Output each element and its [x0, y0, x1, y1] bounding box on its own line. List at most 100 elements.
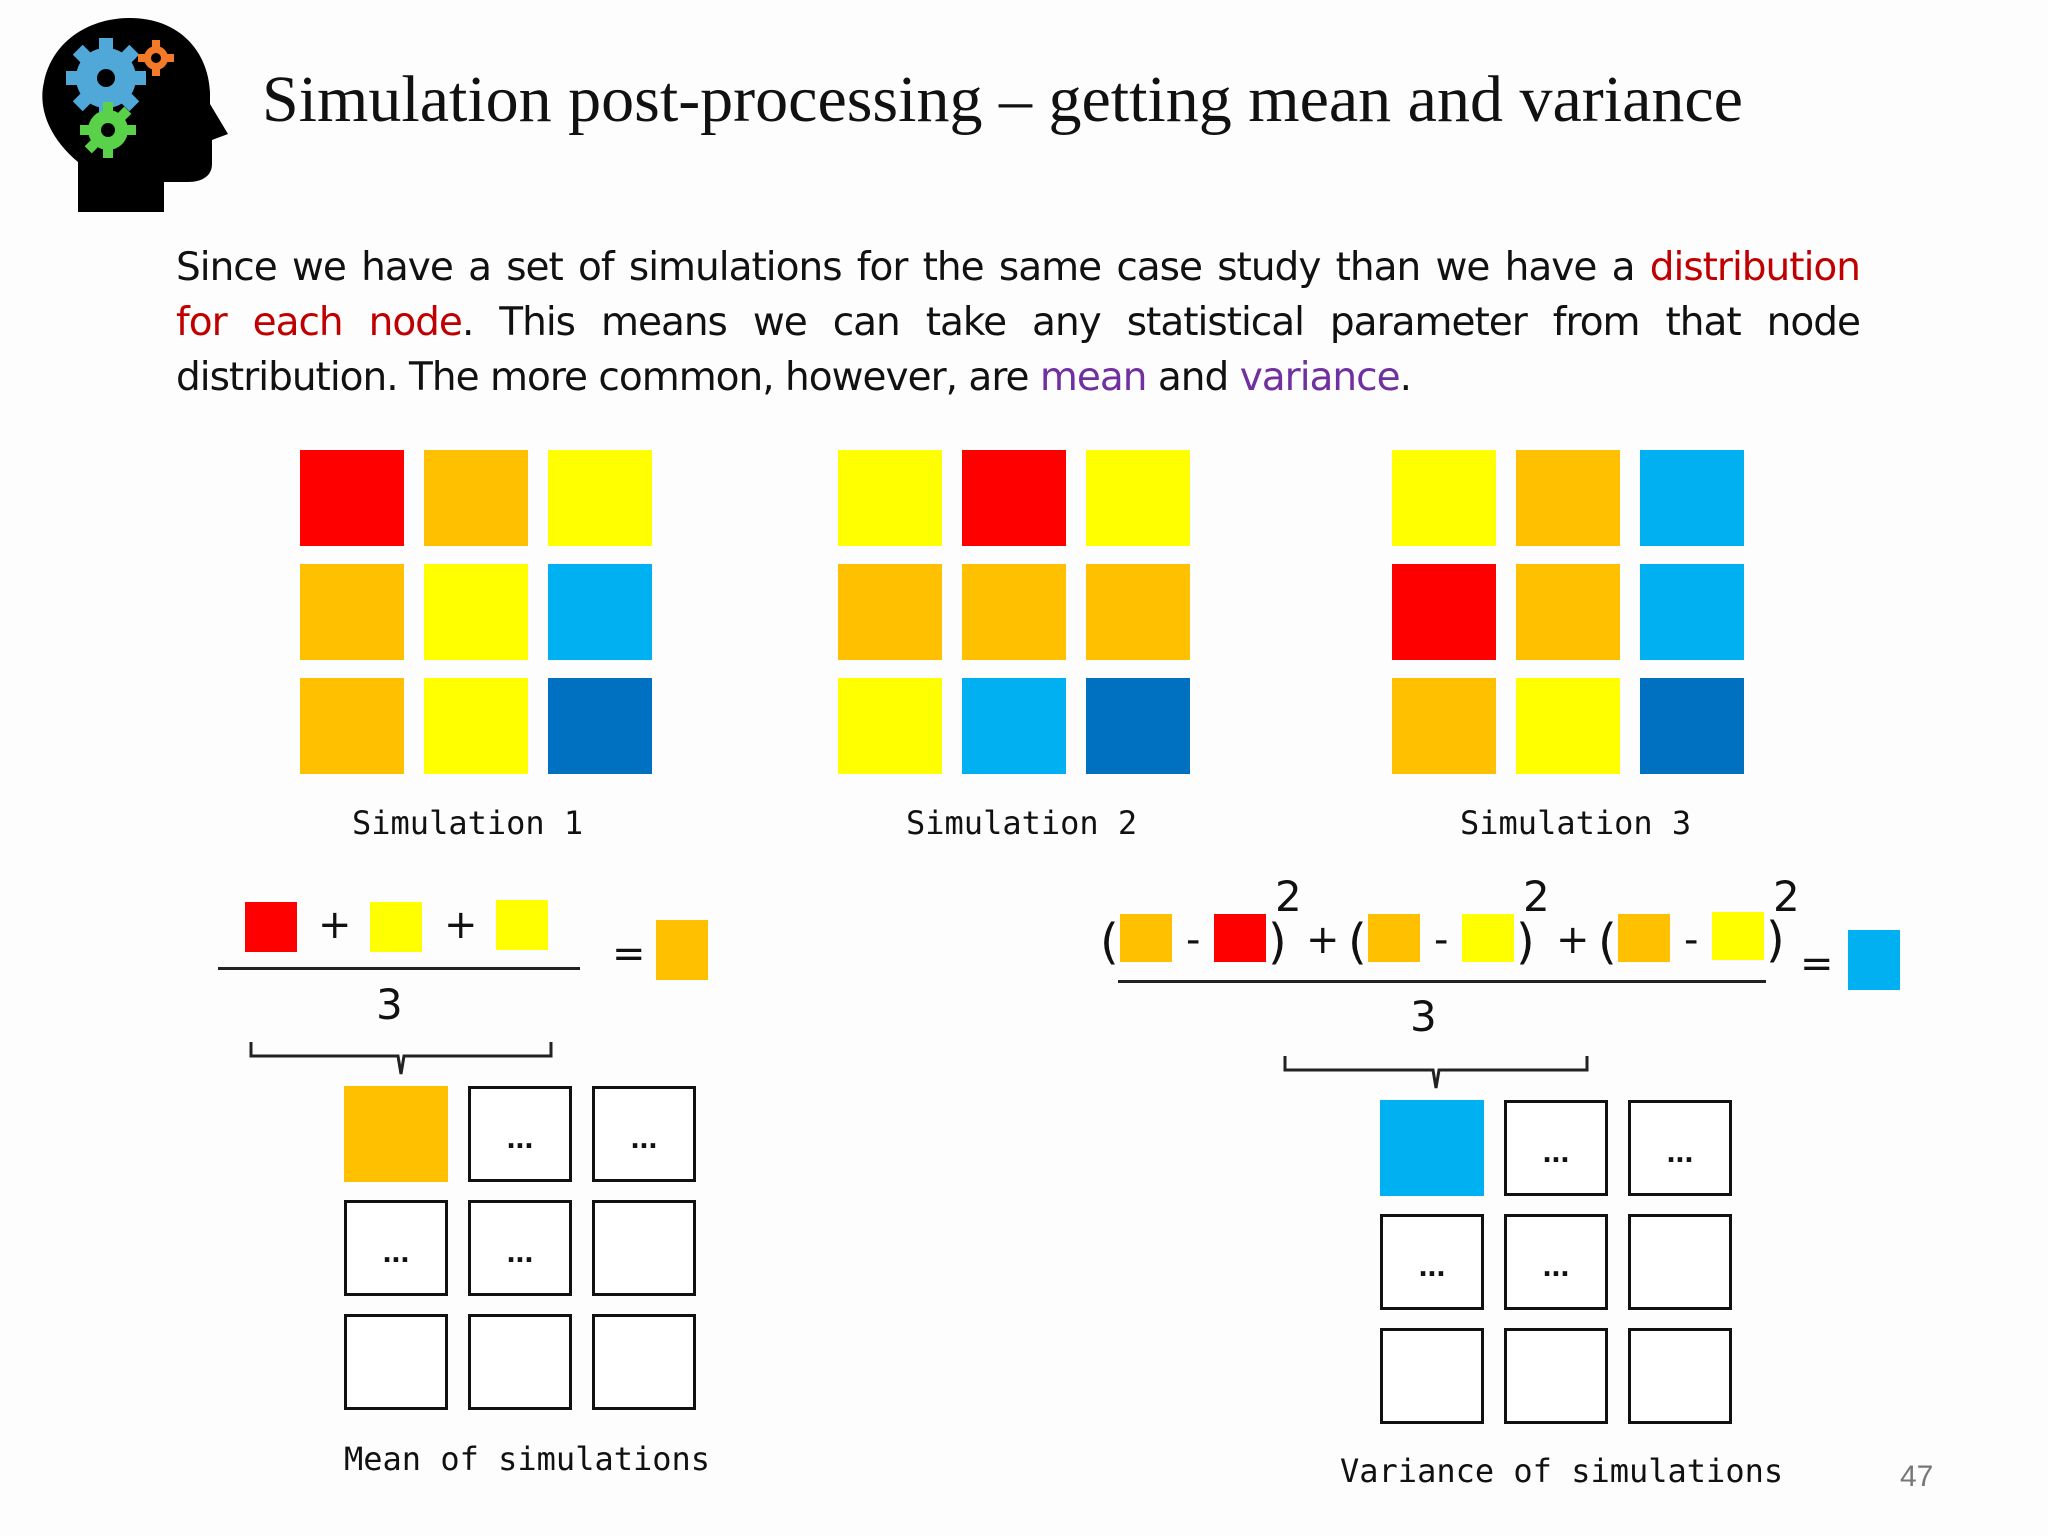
variance-term-1a	[1120, 914, 1172, 962]
ellipsis-text: ...	[506, 1233, 534, 1269]
mean-result-cell	[656, 920, 708, 980]
variance-cell-empty	[1628, 1328, 1732, 1424]
simulation-2-cell-yellow	[1086, 450, 1190, 546]
slide-title: Simulation post-processing – getting mea…	[262, 63, 1743, 136]
simulation-1-cell-orange	[424, 450, 528, 546]
simulation-3-cell-light-blue	[1640, 450, 1744, 546]
minus-sign: -	[1684, 917, 1699, 963]
open-paren: (	[1348, 914, 1367, 970]
close-paren: )	[1766, 912, 1785, 968]
mean-term-3	[496, 900, 548, 950]
fraction-bar	[1118, 980, 1766, 983]
simulation-2-cell-yellow	[838, 678, 942, 774]
mean-cell-empty	[468, 1314, 572, 1410]
mean-cell-empty	[344, 1314, 448, 1410]
simulation-3-cell-orange	[1516, 564, 1620, 660]
plus-sign: +	[1306, 917, 1340, 963]
simulation-3-label: Simulation 3	[1460, 804, 1692, 842]
paragraph-text-1: Since we have a set of simulations for t…	[176, 245, 1650, 290]
mean-denominator: 3	[376, 980, 403, 1029]
mean-cell-empty: ...	[592, 1086, 696, 1182]
mean-term-2	[370, 902, 422, 952]
simulation-3-cell-orange	[1392, 678, 1496, 774]
open-paren: (	[1598, 914, 1617, 970]
variance-cell-empty: ...	[1380, 1214, 1484, 1310]
simulation-3-cell-orange	[1516, 450, 1620, 546]
simulation-2-cell-orange	[1086, 564, 1190, 660]
variance-term-3a	[1618, 914, 1670, 962]
simulation-grid-1	[300, 450, 660, 780]
minus-sign: -	[1434, 917, 1449, 963]
variance-cell-empty	[1380, 1328, 1484, 1424]
equals-sign: =	[1800, 941, 1834, 987]
plus-sign: +	[444, 902, 478, 948]
fraction-bar	[218, 967, 580, 970]
highlight-variance: variance	[1239, 355, 1401, 400]
variance-cell-empty: ...	[1504, 1100, 1608, 1196]
equals-sign: =	[612, 931, 646, 977]
close-paren: )	[1268, 914, 1287, 970]
mean-term-1	[245, 902, 297, 952]
highlight-mean: mean	[1039, 355, 1148, 400]
ellipsis-text: ...	[382, 1233, 410, 1269]
simulation-2-label: Simulation 2	[906, 804, 1138, 842]
intro-paragraph: Since we have a set of simulations for t…	[176, 240, 1861, 405]
paragraph-text-2: . This means we can take any statistical…	[176, 300, 1861, 400]
simulation-2-cell-yellow	[838, 450, 942, 546]
simulation-3-cell-dark-blue	[1640, 678, 1744, 774]
mean-grid: ............	[344, 1086, 704, 1416]
simulation-1-label: Simulation 1	[352, 804, 584, 842]
simulation-1-cell-orange	[300, 564, 404, 660]
open-paren: (	[1100, 914, 1119, 970]
simulation-1-cell-yellow	[548, 450, 652, 546]
variance-term-1b	[1214, 914, 1266, 962]
simulation-1-cell-orange	[300, 678, 404, 774]
variance-term-2b	[1462, 914, 1514, 962]
paragraph-text-4: .	[1399, 355, 1412, 400]
simulation-1-cell-red	[300, 450, 404, 546]
mean-grid-label: Mean of simulations	[344, 1440, 711, 1478]
mean-cell-empty	[592, 1200, 696, 1296]
paragraph-text-3: and	[1146, 355, 1240, 400]
close-paren: )	[1516, 914, 1535, 970]
simulation-1-cell-dark-blue	[548, 678, 652, 774]
simulation-grid-2	[838, 450, 1198, 780]
minus-sign: -	[1186, 917, 1201, 963]
variance-brace	[1283, 1056, 1589, 1089]
highlight-distribution: distribution for each node	[176, 245, 1861, 345]
variance-cell-empty: ...	[1628, 1100, 1732, 1196]
variance-cell-empty	[1504, 1328, 1608, 1424]
ellipsis-text: ...	[1418, 1247, 1446, 1283]
plus-sign: +	[318, 902, 352, 948]
variance-grid: ............	[1380, 1100, 1740, 1430]
page-number: 47	[1900, 1460, 1934, 1493]
variance-cell-light-blue	[1380, 1100, 1484, 1196]
ellipsis-text: ...	[1666, 1133, 1694, 1169]
simulation-3-cell-light-blue	[1640, 564, 1744, 660]
variance-term-3b	[1712, 912, 1764, 960]
simulation-2-cell-orange	[962, 564, 1066, 660]
mean-cell-empty: ...	[344, 1200, 448, 1296]
ellipsis-text: ...	[506, 1119, 534, 1155]
variance-cell-empty	[1628, 1214, 1732, 1310]
mean-brace	[249, 1042, 553, 1075]
exponent-2: 2	[1523, 872, 1550, 921]
simulation-3-cell-yellow	[1516, 678, 1620, 774]
ellipsis-text: ...	[1542, 1133, 1570, 1169]
simulation-2-cell-red	[962, 450, 1066, 546]
simulation-1-cell-light-blue	[548, 564, 652, 660]
simulation-2-cell-orange	[838, 564, 942, 660]
simulation-3-cell-yellow	[1392, 450, 1496, 546]
simulation-1-cell-yellow	[424, 564, 528, 660]
simulation-2-cell-dark-blue	[1086, 678, 1190, 774]
exponent-2: 2	[1773, 872, 1800, 921]
variance-cell-empty: ...	[1504, 1214, 1608, 1310]
simulation-grid-3	[1392, 450, 1752, 780]
ellipsis-text: ...	[630, 1119, 658, 1155]
mean-cell-empty: ...	[468, 1200, 572, 1296]
simulation-2-cell-light-blue	[962, 678, 1066, 774]
mean-cell-orange	[344, 1086, 448, 1182]
mean-cell-empty: ...	[468, 1086, 572, 1182]
variance-denominator: 3	[1410, 992, 1437, 1041]
simulation-1-cell-yellow	[424, 678, 528, 774]
